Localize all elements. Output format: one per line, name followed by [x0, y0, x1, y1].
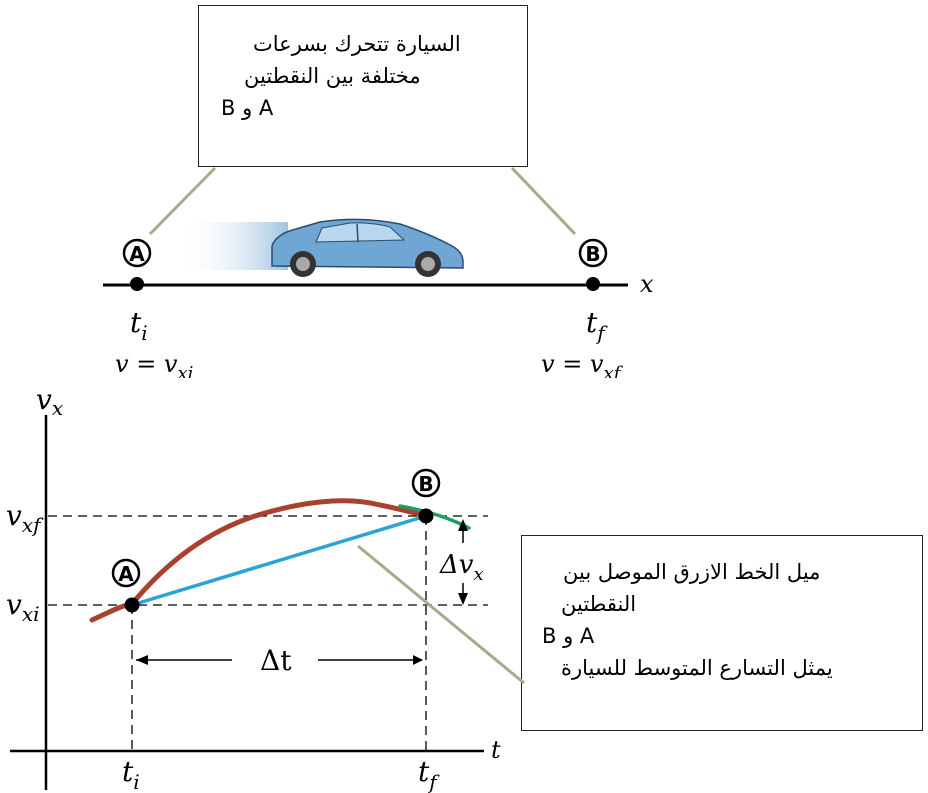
- velocity-curve: [89, 498, 429, 623]
- graph-label-b: B: [411, 468, 441, 498]
- callout-text-line-1: السيارة تتحرك بسرعات: [253, 32, 461, 56]
- track-label-b-text: B: [585, 242, 600, 266]
- callout-text-line-1: ميل الخط الازرق الموصل بين: [563, 560, 821, 584]
- callout-text-line-4: يمثل التسارع المتوسط للسيارة: [561, 656, 833, 680]
- track-label-b: B: [578, 238, 608, 268]
- graph-label-a-text: A: [118, 562, 134, 586]
- track-label-a: A: [122, 238, 152, 268]
- track-ti-label: ti: [130, 306, 148, 345]
- tangent-segment: [398, 504, 471, 530]
- leader-line-b: [510, 166, 577, 236]
- track-tf-label: tf: [586, 306, 608, 345]
- callout-text-line-3: A و B: [221, 96, 274, 120]
- graph-ti-label: ti: [122, 755, 140, 793]
- vxf-label: vxf: [6, 499, 44, 537]
- delta-v-label: Δvx: [439, 550, 484, 585]
- track-velocity-initial: v = vxi: [115, 350, 193, 384]
- callout-text-line-2: النقطتين: [561, 592, 637, 616]
- average-slope-chord: [131, 514, 427, 607]
- motion-blur: [180, 222, 288, 270]
- car-icon: [271, 218, 464, 277]
- track-label-a-text: A: [129, 242, 145, 266]
- graph-label-a: A: [111, 558, 141, 588]
- x-axis-label: t: [491, 736, 501, 764]
- leader-line-slope: [357, 544, 525, 685]
- track-axis-label: x: [640, 270, 654, 298]
- delta-v-arrow-top: [458, 519, 468, 531]
- delta-v-arrow-bottom: [458, 593, 468, 605]
- graph-point-b: [418, 508, 434, 524]
- car-description-callout: السيارة تتحرك بسرعات مختلفة بين النقطتين…: [198, 5, 528, 167]
- dashed-guides: [48, 515, 488, 751]
- callout-text-line-2: مختلفة بين النقطتين: [244, 64, 421, 88]
- delta-t-arrow-left: [136, 655, 148, 665]
- y-axis-label: vx: [36, 383, 63, 420]
- slope-description-callout: ميل الخط الازرق الموصل بين النقطتين A و …: [521, 535, 923, 731]
- graph-tf-label: tf: [418, 755, 440, 793]
- vxi-label: vxi: [6, 588, 40, 626]
- track-velocity-final: v = vxf: [541, 350, 624, 384]
- delta-t-label: Δt: [260, 644, 292, 677]
- track-point-b: [586, 277, 600, 291]
- track-point-a: [130, 277, 144, 291]
- graph-point-a: [124, 597, 140, 613]
- leader-line-a: [148, 166, 217, 236]
- callout-text-line-3: A و B: [542, 624, 595, 648]
- graph-label-b-text: B: [418, 472, 433, 496]
